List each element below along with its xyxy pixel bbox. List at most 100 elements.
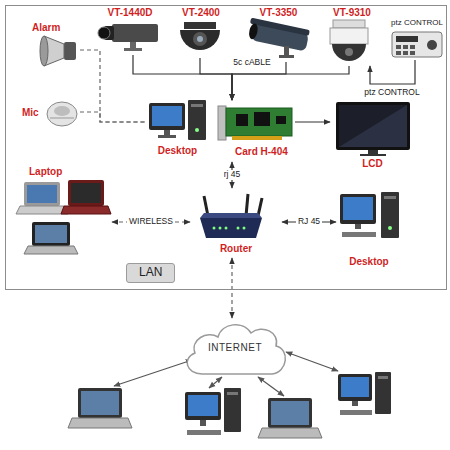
bullet-camera-icon xyxy=(279,55,294,58)
desktop-computer-icon xyxy=(191,104,203,107)
router-icon xyxy=(200,218,262,238)
capture-card-icon xyxy=(236,114,248,126)
desktop-computer-icon xyxy=(340,192,399,238)
lcd-monitor-icon xyxy=(336,102,410,150)
ptz-keyboard-icon xyxy=(410,51,415,55)
edge-label-holder: 5c cABLE xyxy=(231,58,272,68)
device-label: Mic xyxy=(22,107,39,119)
desktop-computer-icon xyxy=(149,100,206,140)
desktop-computer-icon xyxy=(381,192,399,238)
device-label: VT-9310 xyxy=(333,7,371,19)
ptz-keyboard-icon xyxy=(396,51,401,55)
internet-arrow xyxy=(286,352,338,371)
camera-node: VT-2400 xyxy=(175,5,227,58)
ptz-keyboard-icon xyxy=(392,32,442,57)
laptop-icon xyxy=(16,180,111,254)
device-label: VT-2400 xyxy=(182,7,220,19)
bullet-camera-icon xyxy=(250,18,310,36)
lcd-node: LCD xyxy=(330,98,415,172)
bullet-camera-icon xyxy=(247,18,310,58)
remote-desktop-icon xyxy=(227,392,238,395)
lcd-monitor-icon xyxy=(339,105,407,147)
laptop-node: Laptop xyxy=(15,166,112,258)
ptz-keyboard-icon xyxy=(427,40,437,50)
dome-camera-icon xyxy=(180,30,220,50)
dome-camera-icon xyxy=(193,32,207,46)
remote-laptop-icon xyxy=(68,418,132,428)
device-label: Desktop xyxy=(158,145,197,157)
router-icon xyxy=(225,227,228,230)
device-label: LCD xyxy=(362,158,383,170)
remote-laptop-icon xyxy=(258,398,322,438)
microphone-icon xyxy=(54,106,70,116)
capture-card-icon xyxy=(218,106,292,140)
laptop-icon xyxy=(68,180,104,206)
desktop-computer-icon xyxy=(152,106,182,126)
device-label: Desktop xyxy=(349,256,388,268)
desktop-node: Desktop xyxy=(145,98,210,162)
laptop-icon xyxy=(61,206,111,214)
desktop-computer-icon xyxy=(340,194,376,224)
box-camera-icon xyxy=(124,48,142,51)
router-icon xyxy=(200,194,262,238)
bullet-camera-icon xyxy=(247,18,310,52)
remote-desktop-icon xyxy=(187,430,221,435)
remote-desktop-icon xyxy=(352,401,358,406)
alarm-node: Alarm xyxy=(30,22,80,68)
device-label: Alarm xyxy=(32,22,60,34)
capture-card-icon xyxy=(254,112,270,126)
remote-laptop-icon xyxy=(271,401,309,425)
desktop-computer-icon xyxy=(158,135,176,138)
laptop-icon xyxy=(35,225,67,243)
device-label: VT-1440D xyxy=(107,7,152,19)
device-label: Card H-404 xyxy=(235,146,288,158)
remote-laptop-icon xyxy=(258,428,322,438)
connector xyxy=(295,121,330,122)
dome-camera-icon xyxy=(197,36,203,42)
internet-arrow xyxy=(209,377,222,388)
lcd-monitor-icon xyxy=(336,102,410,156)
capture-card-node: Card H-404 xyxy=(215,100,295,162)
router-icon xyxy=(246,194,248,216)
remote-desktop-icon xyxy=(224,388,241,432)
laptop-icon xyxy=(71,183,101,203)
ptz-keyboard-icon xyxy=(396,45,401,49)
internet-arrow xyxy=(114,360,192,386)
ptz-keyboard-icon xyxy=(403,51,408,55)
box-camera-icon xyxy=(98,27,110,39)
internet-cloud: INTERNET xyxy=(180,318,290,378)
edge-label: WIRELESS xyxy=(127,217,175,227)
laptop-icon xyxy=(16,206,68,214)
ptz-keyboard-node: ptz CONTROL xyxy=(388,16,446,60)
cloud-label: INTERNET xyxy=(208,342,262,354)
lan-frame: LANVT-1440DVT-2400VT-3350VT-9310ptz CONT… xyxy=(5,5,447,290)
edge-label: 5c cABLE xyxy=(231,58,272,68)
edge-label-holder: WIRELESS xyxy=(127,217,175,227)
connector xyxy=(80,112,145,122)
remote-laptop-icon xyxy=(68,388,132,428)
laptop-icon xyxy=(27,185,57,203)
connector xyxy=(200,58,232,100)
microphone-icon xyxy=(50,118,74,119)
internet-arrow xyxy=(258,377,284,396)
edge-label: RJ 45 xyxy=(296,217,322,227)
router-node: Router xyxy=(190,188,282,258)
lcd-monitor-icon xyxy=(360,154,386,156)
ptz-camera-icon xyxy=(332,44,366,61)
capture-card-icon xyxy=(226,108,292,136)
connector xyxy=(80,50,145,122)
box-camera-icon xyxy=(130,42,136,49)
router-icon xyxy=(237,227,240,230)
remote-desktop-icon xyxy=(200,420,206,426)
edge-label: rj 45 xyxy=(222,170,243,180)
edge-label-holder: rj 45 xyxy=(222,170,243,180)
desktop-computer-icon xyxy=(195,128,199,132)
remote-desktop-icon xyxy=(338,372,391,415)
dome-camera-icon xyxy=(180,22,220,50)
ptz-keyboard-icon xyxy=(410,45,415,49)
remote-laptop-icon xyxy=(268,398,312,428)
remote-desktop-icon xyxy=(185,388,241,435)
camera-node: VT-1440D xyxy=(95,5,165,55)
